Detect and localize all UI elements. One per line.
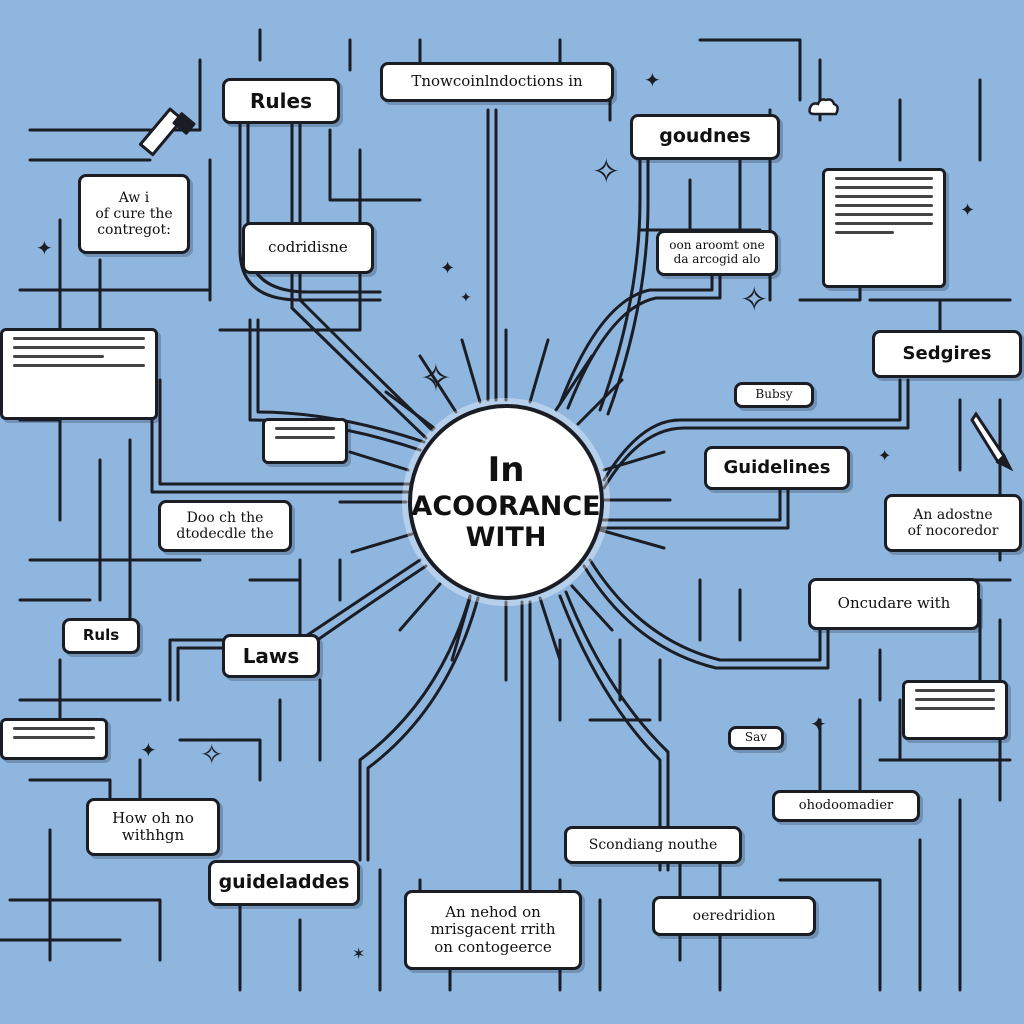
document-icon bbox=[822, 168, 946, 288]
label-codridisne: codridisne bbox=[242, 222, 374, 274]
document-panel-left bbox=[0, 328, 158, 420]
acrogid-line1: oon aroomt one bbox=[669, 239, 764, 253]
sparkle-icon: ✦ bbox=[460, 290, 472, 306]
label-rules-top-text: Rules bbox=[250, 90, 312, 113]
sparkle-icon: ✦ bbox=[140, 738, 157, 762]
label-acrogid: oon aroomt one da arcogid alo bbox=[656, 230, 778, 276]
label-goudnes: goudnes bbox=[630, 114, 780, 160]
sparkle-icon: ✧ bbox=[200, 738, 223, 771]
center-title-line3: WITH bbox=[466, 522, 547, 553]
sparkle-icon: ✦ bbox=[878, 446, 891, 465]
label-oncudare-text: Oncudare with bbox=[838, 595, 951, 612]
document-panel-bottom-left bbox=[0, 718, 108, 760]
label-top-banner: Tnowcoinlndoctions in bbox=[380, 62, 614, 102]
anehod-line1: An nehod on bbox=[445, 904, 541, 921]
label-sedgires: Sedgires bbox=[872, 330, 1022, 378]
label-oncudare: Oncudare with bbox=[808, 578, 980, 630]
how-line1: How oh no bbox=[112, 810, 194, 827]
anehod-line2: mrisgacent rrith bbox=[431, 921, 556, 938]
label-ooredridion-text: oeredridion bbox=[693, 908, 776, 924]
sparkle-icon: ✦ bbox=[960, 200, 975, 221]
anehod-line3: on contogeerce bbox=[434, 939, 551, 956]
label-guideladdes: guideladdes bbox=[208, 860, 360, 906]
center-title-line2: ACOORANCE bbox=[411, 491, 600, 522]
aw-note-line2: of cure the bbox=[95, 206, 172, 222]
center-hub: In ACOORANCE WITH bbox=[408, 404, 604, 600]
doo-line1: Doo ch the bbox=[187, 510, 264, 526]
label-sav-text: Sav bbox=[745, 731, 767, 745]
center-title-line1: In bbox=[488, 451, 525, 490]
how-line2: withhgn bbox=[122, 827, 184, 844]
pencil-icon bbox=[132, 106, 196, 170]
document-panel-small bbox=[262, 418, 348, 464]
label-ooredridion: oeredridion bbox=[652, 896, 816, 936]
label-adostne: An adostne of nocoredor bbox=[884, 494, 1022, 552]
label-scondiang-text: Scondiang nouthe bbox=[589, 837, 717, 853]
pen-icon bbox=[968, 408, 1016, 472]
sparkle-icon: ✶ bbox=[352, 944, 365, 963]
label-bubsy-text: Bubsy bbox=[755, 388, 792, 402]
label-aw-note: Aw i of cure the contregot: bbox=[78, 174, 190, 254]
label-how: How oh no withhgn bbox=[86, 798, 220, 856]
sparkle-icon: ✦ bbox=[644, 68, 661, 92]
label-laws-text: Laws bbox=[243, 645, 300, 668]
sparkle-icon: ✦ bbox=[810, 712, 827, 736]
label-ohodo: ohodoomadier bbox=[772, 790, 920, 822]
document-panel-right bbox=[902, 680, 1008, 740]
label-sedgires-text: Sedgires bbox=[903, 344, 992, 365]
sparkle-icon: ✧ bbox=[740, 280, 769, 320]
sparkle-icon: ✦ bbox=[440, 258, 455, 279]
acrogid-line2: da arcogid alo bbox=[674, 253, 761, 267]
label-sav: Sav bbox=[728, 726, 784, 750]
label-scondiang: Scondiang nouthe bbox=[564, 826, 742, 864]
label-rules-left: Ruls bbox=[62, 618, 140, 654]
label-guideladdes-text: guideladdes bbox=[219, 872, 350, 894]
label-anehod: An nehod on mrisgacent rrith on contogee… bbox=[404, 890, 582, 970]
label-codridisne-text: codridisne bbox=[268, 239, 348, 256]
label-rules-left-text: Ruls bbox=[83, 627, 119, 644]
sparkle-icon: ✧ bbox=[592, 152, 621, 192]
label-laws: Laws bbox=[222, 634, 320, 678]
cloud-icon bbox=[808, 96, 840, 118]
label-guidelines-text: Guidelines bbox=[724, 458, 831, 479]
aw-note-line3: contregot: bbox=[97, 222, 171, 238]
label-goudnes-text: goudnes bbox=[659, 126, 751, 148]
aw-note-line1: Aw i bbox=[119, 190, 149, 206]
label-rules-top: Rules bbox=[222, 78, 340, 124]
sparkle-icon: ✧ bbox=[420, 356, 452, 400]
label-guidelines: Guidelines bbox=[704, 446, 850, 490]
label-doo: Doo ch the dtodecdle the bbox=[158, 500, 292, 552]
label-bubsy: Bubsy bbox=[734, 382, 814, 408]
sparkle-icon: ✦ bbox=[36, 236, 53, 260]
label-ohodo-text: ohodoomadier bbox=[799, 799, 893, 814]
adostne-line1: An adostne bbox=[913, 507, 992, 523]
doo-line2: dtodecdle the bbox=[176, 526, 273, 542]
adostne-line2: of nocoredor bbox=[908, 523, 999, 539]
label-top-banner-text: Tnowcoinlndoctions in bbox=[411, 73, 582, 90]
